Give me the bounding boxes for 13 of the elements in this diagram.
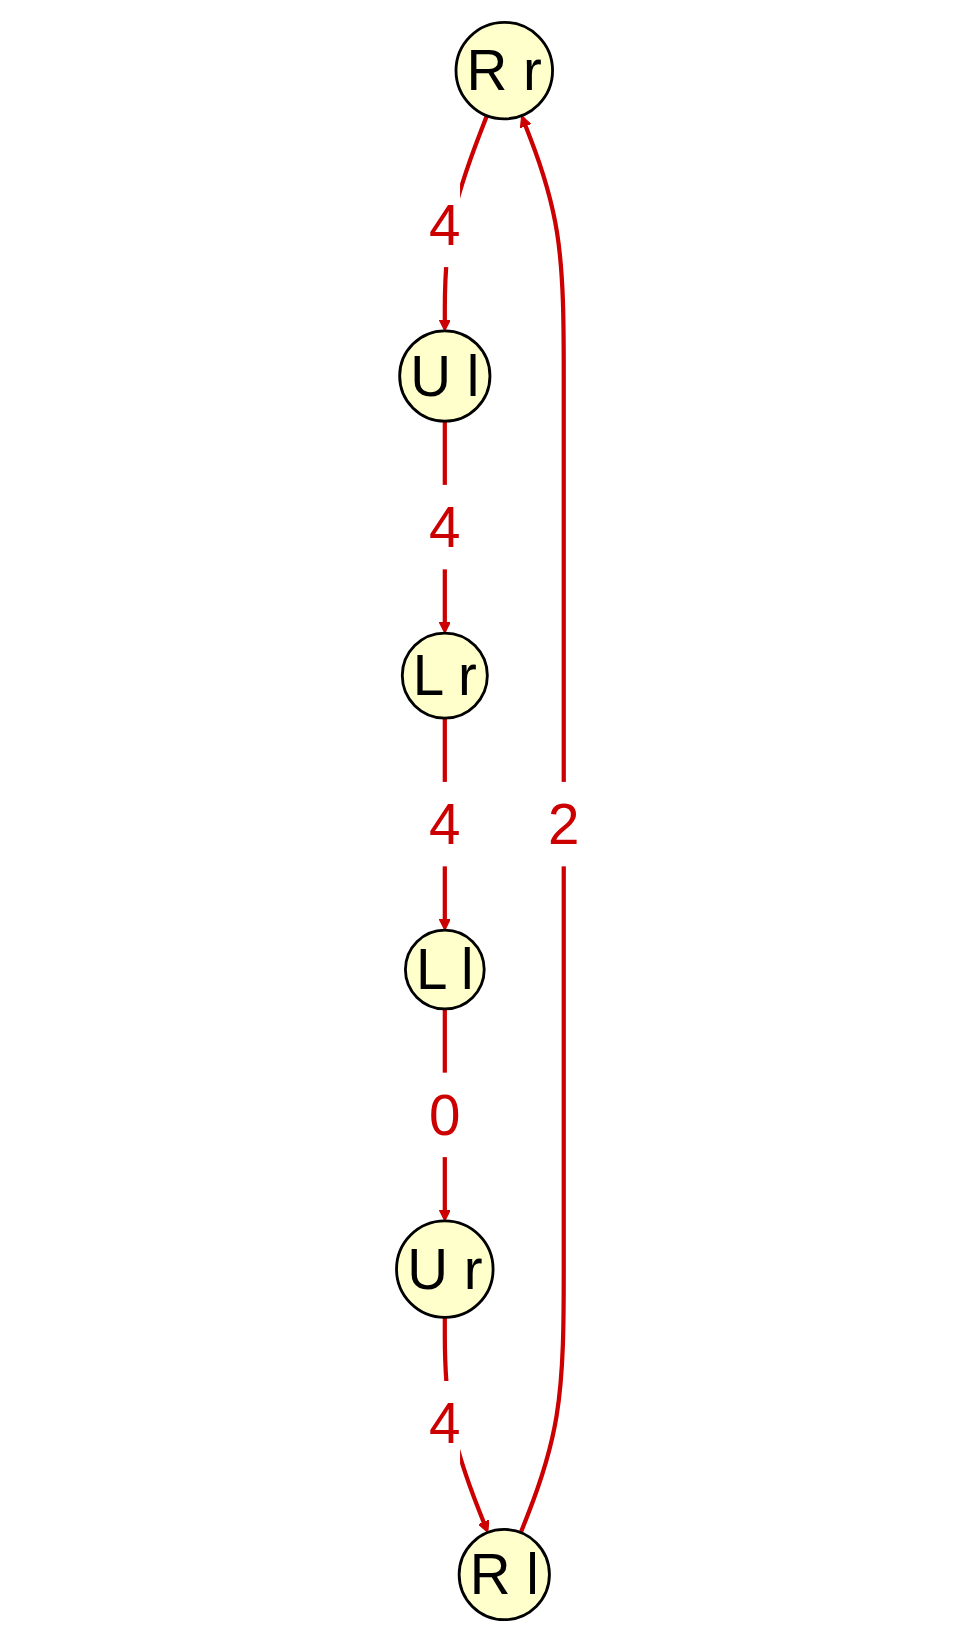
node-circle: L l [404, 928, 486, 1011]
arrow [518, 115, 566, 1534]
edge-label: 4 [429, 193, 461, 256]
edge-label: 0 [429, 1083, 461, 1146]
edge-label: 4 [429, 793, 461, 856]
node-circle: R l [457, 1528, 551, 1622]
edge-label: 4 [429, 496, 461, 559]
node-circle: U l [398, 329, 492, 423]
edge-label: 2 [548, 793, 580, 856]
node-circle: U r [395, 1219, 495, 1319]
node-circle: R r [454, 20, 554, 121]
node-circle: L r [400, 631, 489, 720]
edge-label: 4 [429, 1392, 461, 1455]
